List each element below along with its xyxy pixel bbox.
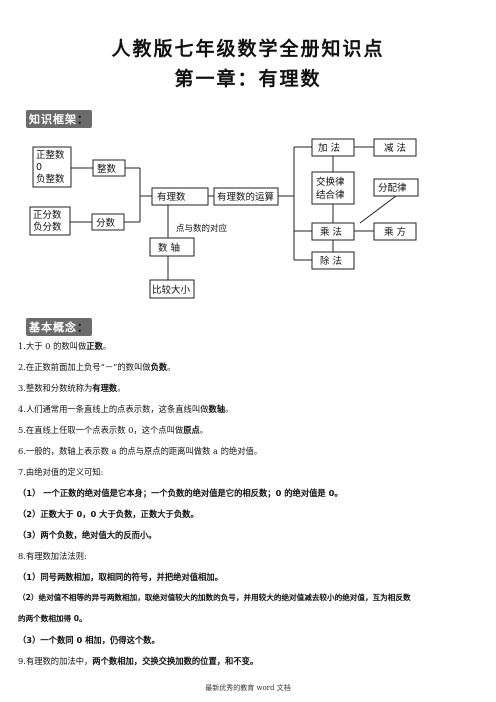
box-jianfa xyxy=(373,138,417,157)
page-title: 人教版七年级数学全册知识点 xyxy=(111,38,385,60)
label-zheng-fenshu: 正分数 xyxy=(33,209,62,221)
concept-item-5: 5.在直线上任取一个点表示数 0，这个点叫做原点。 xyxy=(18,425,209,435)
label-zero: 0 xyxy=(36,162,42,173)
section-badge-concepts: 基本概念： xyxy=(26,318,92,336)
concept-item-1: 1.大于 0 的数叫做正数。 xyxy=(18,341,112,351)
label-youlishu: 有理数 xyxy=(157,191,186,203)
box-fractions-group xyxy=(29,206,71,236)
section-concepts-label: 基本概念 xyxy=(29,321,77,334)
label-zhengshu: 整数 xyxy=(97,163,117,175)
chapter-title: 第一章：有理数 xyxy=(174,68,322,90)
label-yunsuan: 有理数的运算 xyxy=(217,191,274,203)
label-zheng-zhengshu: 正整数 xyxy=(36,149,65,161)
label-jiaohuan: 交换律 xyxy=(316,176,345,188)
concept-item-9: 9.有理数的加法中，两个数相加，交换交换加数的位置，和不变。 xyxy=(18,656,259,666)
add-rule-2-cont: 的两个数相加得 0。 xyxy=(18,614,87,623)
knowledge-diagram: 正整数 0 负整数 整数 正分数 负分数 分数 有理数 有理数的运算 点与数的对… xyxy=(29,138,419,299)
label-fenshu: 分数 xyxy=(96,217,116,229)
label-jiafa: 加 法 xyxy=(318,142,340,154)
label-chengfang: 乘 方 xyxy=(384,226,406,238)
page-footer: 最新优秀的教育 word 文档 xyxy=(205,684,291,692)
section-badge-knowledge: 知识框架： xyxy=(26,110,92,128)
label-fu-fenshu: 负分数 xyxy=(33,221,62,233)
label-jianfa: 减 法 xyxy=(384,142,406,154)
concept-item-2: 2.在正数前面加上负号“－”的数叫做负数。 xyxy=(18,362,176,372)
abs-rule-2: （2）正数大于 0，0 大于负数，正数大于负数。 xyxy=(18,509,199,519)
box-integers-group xyxy=(32,146,72,188)
abs-rule-1: （1） 一个正数的绝对值是它本身；一个负数的绝对值是它的相反数；0 的绝对值是 … xyxy=(18,488,343,498)
concept-item-7: 7.由绝对值的定义可知: xyxy=(18,467,104,477)
abs-rule-3: （3）两个负数，绝对值大的反而小。 xyxy=(18,530,157,540)
concept-item-4: 4.人们通常用一条直线上的点表示数，这条直线叫做数轴。 xyxy=(18,404,234,414)
label-fu-zhengshu: 负整数 xyxy=(36,173,65,185)
label-shuzhou: 数 轴 xyxy=(158,242,180,254)
label-chufa: 除 法 xyxy=(320,255,342,267)
box-chengfang xyxy=(373,222,417,241)
add-rule-3: （3）一个数同 0 相加，仍得这个数。 xyxy=(18,635,160,645)
add-rule-2: （2）绝对值不相等的异号两数相加，取绝对值较大的加数的负号，并用较大的绝对值减去… xyxy=(18,593,411,602)
label-fenpei: 分配律 xyxy=(378,182,407,194)
concept-item-3: 3.整数和分数统称为有理数。 xyxy=(18,383,126,393)
box-laws xyxy=(311,171,355,205)
section-knowledge-label: 知识框架 xyxy=(29,113,77,126)
label-dian: 点与数的对应 xyxy=(176,223,228,234)
label-bijiao: 比较大小 xyxy=(152,284,191,296)
box-shuzhou xyxy=(149,237,195,257)
concept-item-6: 6.一般的，数轴上表示数 a 的点与原点的距离叫做数 a 的绝对值。 xyxy=(18,446,263,456)
add-rule-1: （1）同号两数相加，取相同的符号，并把绝对值相加。 xyxy=(18,572,223,582)
label-jiehe: 结合律 xyxy=(316,189,345,201)
label-chengfa: 乘 法 xyxy=(320,226,342,238)
box-bijiao xyxy=(149,279,195,299)
concept-item-8: 8.有理数加法法则: xyxy=(18,551,87,561)
